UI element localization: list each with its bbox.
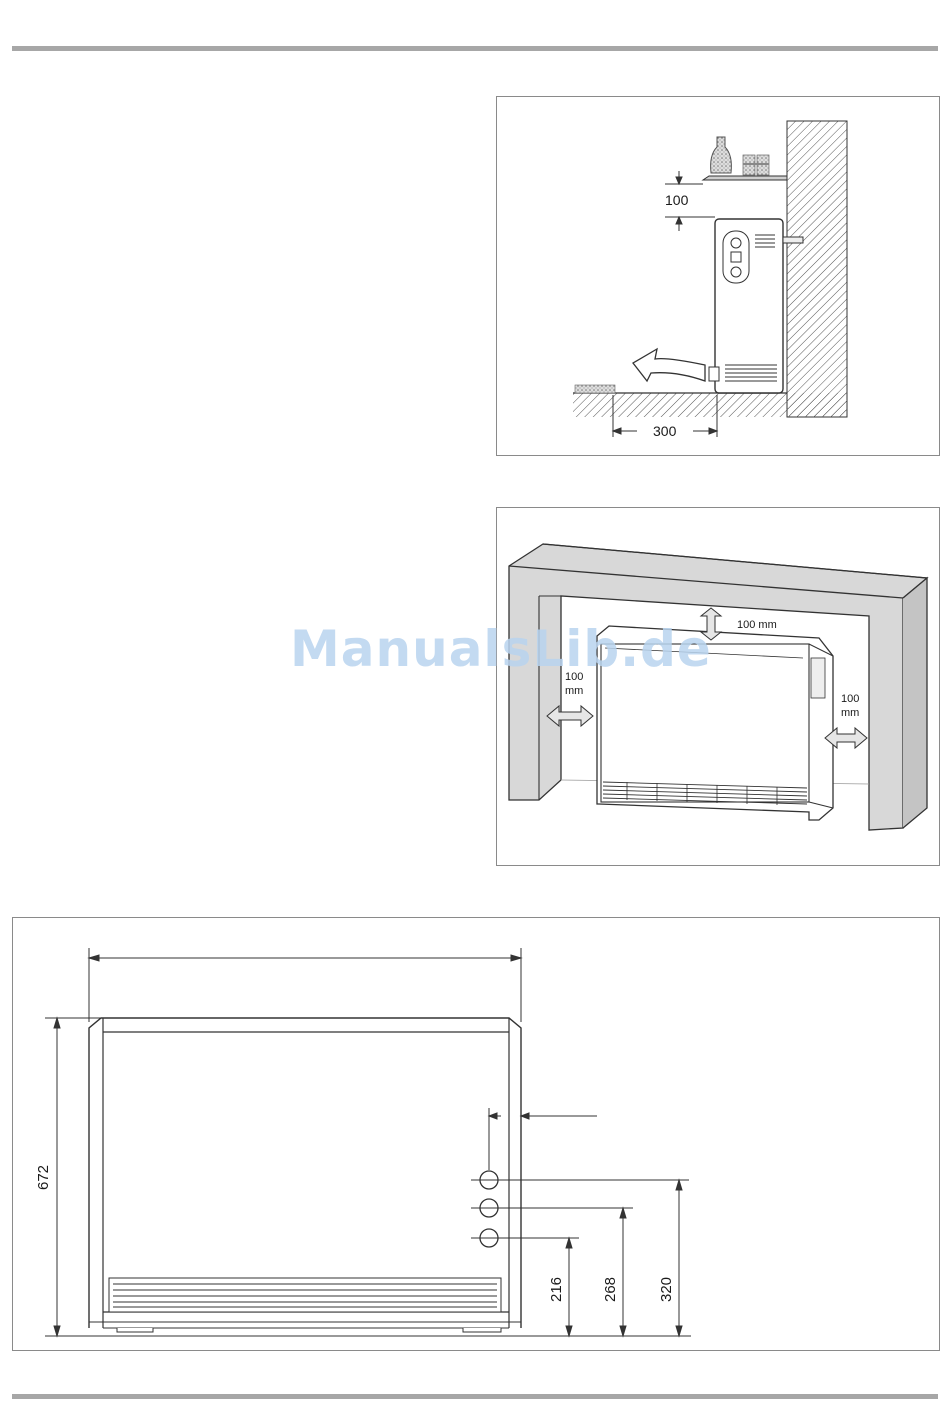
side-clearance-drawing: 100 300 <box>497 97 939 455</box>
dim-height: 672 <box>35 1165 52 1190</box>
dim-front-clearance: 300 <box>653 423 677 439</box>
dim-connection-1-height: 216 <box>548 1277 565 1302</box>
dim-connection-3-line <box>676 1180 682 1336</box>
top-rule <box>12 46 938 51</box>
dim-connection-3-height: 320 <box>658 1277 675 1302</box>
floor <box>573 393 847 417</box>
wall <box>787 121 847 417</box>
figure-dimensions: 672 216 268 320 <box>12 917 940 1351</box>
dim-connection-2-height: 268 <box>602 1277 619 1302</box>
watermark: ManualsLib.de <box>290 620 712 678</box>
dim-top-clearance: 100 <box>665 192 689 208</box>
niche-clearance-drawing: 100 mm 100 mm 100 mm <box>497 508 939 865</box>
right-clearance-value: 100 <box>841 693 859 705</box>
vase <box>711 137 732 173</box>
airflow-arrow <box>633 349 705 381</box>
right-clearance-unit: mm <box>841 707 859 719</box>
carpet <box>575 385 615 393</box>
dim-width-line <box>89 948 521 1022</box>
bottom-rule <box>12 1394 938 1399</box>
heater-outline <box>89 1018 521 1332</box>
figure-side-clearance: 100 300 <box>496 96 940 456</box>
dim-connection-1-line <box>566 1238 572 1336</box>
top-clearance-label: 100 mm <box>737 619 777 631</box>
dim-connection-2-line <box>620 1208 626 1336</box>
shelf <box>703 176 787 180</box>
figure-niche-clearance: 100 mm 100 mm 100 mm <box>496 507 940 866</box>
dimensions-drawing: 672 216 268 320 <box>13 918 939 1350</box>
left-clearance-unit: mm <box>565 685 583 697</box>
